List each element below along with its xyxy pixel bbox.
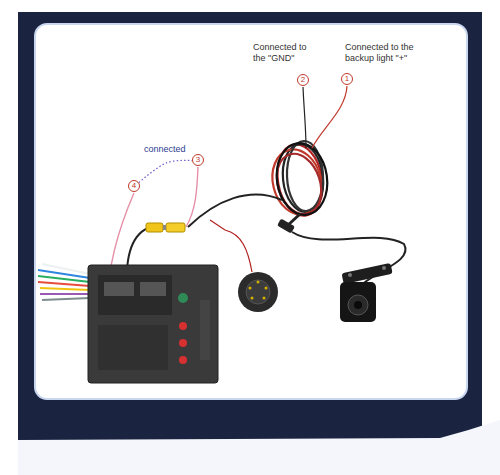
- camera: [340, 263, 393, 322]
- dotted-connector: [139, 160, 192, 182]
- panel: [35, 24, 467, 399]
- callout-number: 4: [129, 181, 139, 191]
- frame: [18, 12, 482, 440]
- camera-cable: [292, 232, 406, 288]
- backup-wire: [312, 86, 347, 148]
- ground-wire: [303, 87, 306, 148]
- callout-circle: 3: [192, 154, 204, 166]
- callout-circle: 1: [341, 73, 353, 85]
- video-cable: [188, 194, 282, 227]
- cable-coil: [266, 140, 332, 220]
- frame-corner: [18, 420, 500, 475]
- callout-number: 1: [342, 74, 352, 84]
- callout-label: Connected to the "GND": [253, 42, 307, 64]
- callout-number: 3: [193, 155, 203, 165]
- callout-circle: 4: [128, 180, 140, 192]
- callout-number: 2: [298, 75, 308, 85]
- connector-label: connected: [144, 144, 186, 155]
- callout-circle: 2: [297, 74, 309, 86]
- head-unit: [38, 264, 218, 383]
- cable-plug: [277, 219, 295, 234]
- buzzer-wire: [210, 220, 252, 272]
- buzzer: [238, 272, 278, 312]
- rca-connector: [146, 223, 185, 232]
- pink-wire: [186, 167, 198, 227]
- callout-label: Connected to the backup light "+": [345, 42, 433, 64]
